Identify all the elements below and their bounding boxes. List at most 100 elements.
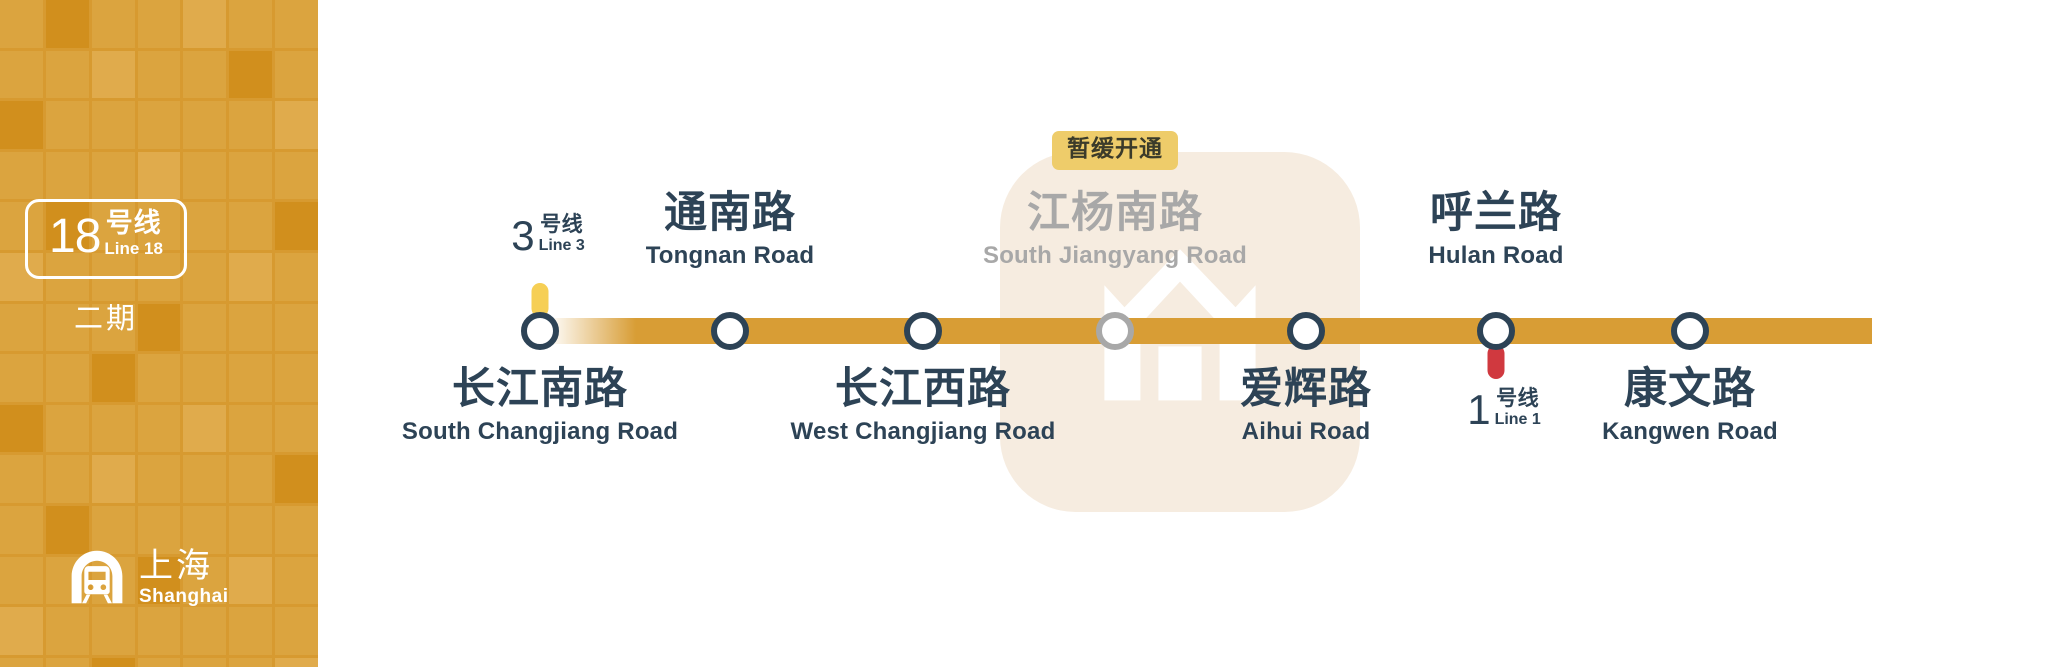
mosaic-tile [0,607,43,655]
mosaic-tile [91,303,135,352]
transfer-line-label-en: Line 1 [1494,411,1541,429]
mosaic-tile [137,556,181,605]
mosaic-tile [183,455,227,503]
mosaic-tile [91,151,135,200]
mosaic-tile [183,0,227,48]
mosaic-tile [137,455,181,503]
mosaic-tile [91,0,135,48]
mosaic-tile [91,607,135,655]
station-name-cn: 长江西路 [835,364,1011,414]
mosaic-tile [275,505,318,554]
mosaic-tile [183,354,227,402]
station-name-cn: 江杨南路 [1026,188,1203,238]
mosaic-tile [275,50,318,99]
mosaic-tile [137,0,181,48]
mosaic-tile [183,50,227,99]
station-dot-kangwen-road[interactable] [1671,312,1709,350]
station-name-en: South Jiangyang Road [982,241,1248,269]
mosaic-tile [183,151,227,200]
mosaic-tile [229,252,273,301]
mosaic-tile [0,455,43,503]
mosaic-tile [0,657,43,667]
mosaic-tile [45,50,89,99]
mosaic-tile [137,303,181,352]
station-dot-west-changjiang-road[interactable] [904,312,942,350]
mosaic-tile [229,455,273,503]
mosaic-tile [137,101,181,149]
mosaic-tile [91,354,135,402]
station-dot-tongnan-road[interactable] [711,312,749,350]
mosaic-tile [137,50,181,99]
mosaic-tile [45,404,89,453]
mosaic-tile-background [0,0,318,667]
transfer-line-suffix-cn: 号线 [1496,386,1540,411]
mosaic-tile [45,455,89,503]
station-dot-south-jiangyang-road[interactable] [1096,312,1134,350]
line-number-suffix-cn: 号线 [105,208,162,240]
mosaic-tile [275,0,318,48]
mosaic-tile [45,657,89,667]
mosaic-tile [183,202,227,250]
transfer-tick-line-1 [1487,345,1505,379]
mosaic-tile [91,455,135,503]
mosaic-tile [45,303,89,352]
station-label[interactable]: 长江西路 West Changjiang Road [790,364,1056,445]
transfer-line-number: 3 [511,212,535,259]
mosaic-tile [137,505,181,554]
station-name-en: West Changjiang Road [790,417,1056,445]
mosaic-tile [183,101,227,149]
station-name-cn: 康文路 [1624,364,1756,414]
station-name-en: South Changjiang Road [401,417,679,445]
mosaic-tile [183,303,227,352]
mosaic-tile [275,657,318,667]
mosaic-tile [229,0,273,48]
mosaic-tile [45,202,89,250]
mosaic-tile [91,101,135,149]
city-name-en: Shanghai [139,585,229,607]
mosaic-tile [183,607,227,655]
mosaic-tile [0,404,43,453]
mosaic-tile [229,303,273,352]
mosaic-tile [91,202,135,250]
mosaic-tile [137,151,181,200]
mosaic-tile [45,101,89,149]
mosaic-tile [91,657,135,667]
mosaic-tile [275,202,318,250]
mosaic-tile [229,101,273,149]
station-label[interactable]: 江杨南路 South Jiangyang Road [982,188,1248,269]
transfer-line-suffix-cn: 号线 [540,212,584,237]
mosaic-tile [275,556,318,605]
mosaic-tile [137,657,181,667]
station-dot-aihui-road[interactable] [1287,312,1325,350]
mosaic-tile [183,657,227,667]
status-badge: 暂缓开通 [1052,131,1178,170]
mosaic-tile [229,657,273,667]
transfer-tick-line-3 [531,283,549,317]
mosaic-tile [275,101,318,149]
station-dot-south-changjiang-road[interactable] [521,312,559,350]
mosaic-tile [275,151,318,200]
mosaic-tile [275,607,318,655]
mosaic-tile [0,505,43,554]
mosaic-tile [275,252,318,301]
station-name-cn: 通南路 [663,188,796,238]
mosaic-tile [229,50,273,99]
line-number-badge: 18 号线 Line 18 [25,199,187,279]
line-number-label-en: Line 18 [104,239,163,259]
transfer-line-label-en: Line 3 [538,237,585,255]
mosaic-tile [183,252,227,301]
mosaic-tile [45,0,89,48]
mosaic-tile [275,404,318,453]
mosaic-tile [275,303,318,352]
station-dot-hulan-road[interactable] [1477,312,1515,350]
mosaic-tile [275,354,318,402]
mosaic-tile [137,404,181,453]
mosaic-tile [229,404,273,453]
